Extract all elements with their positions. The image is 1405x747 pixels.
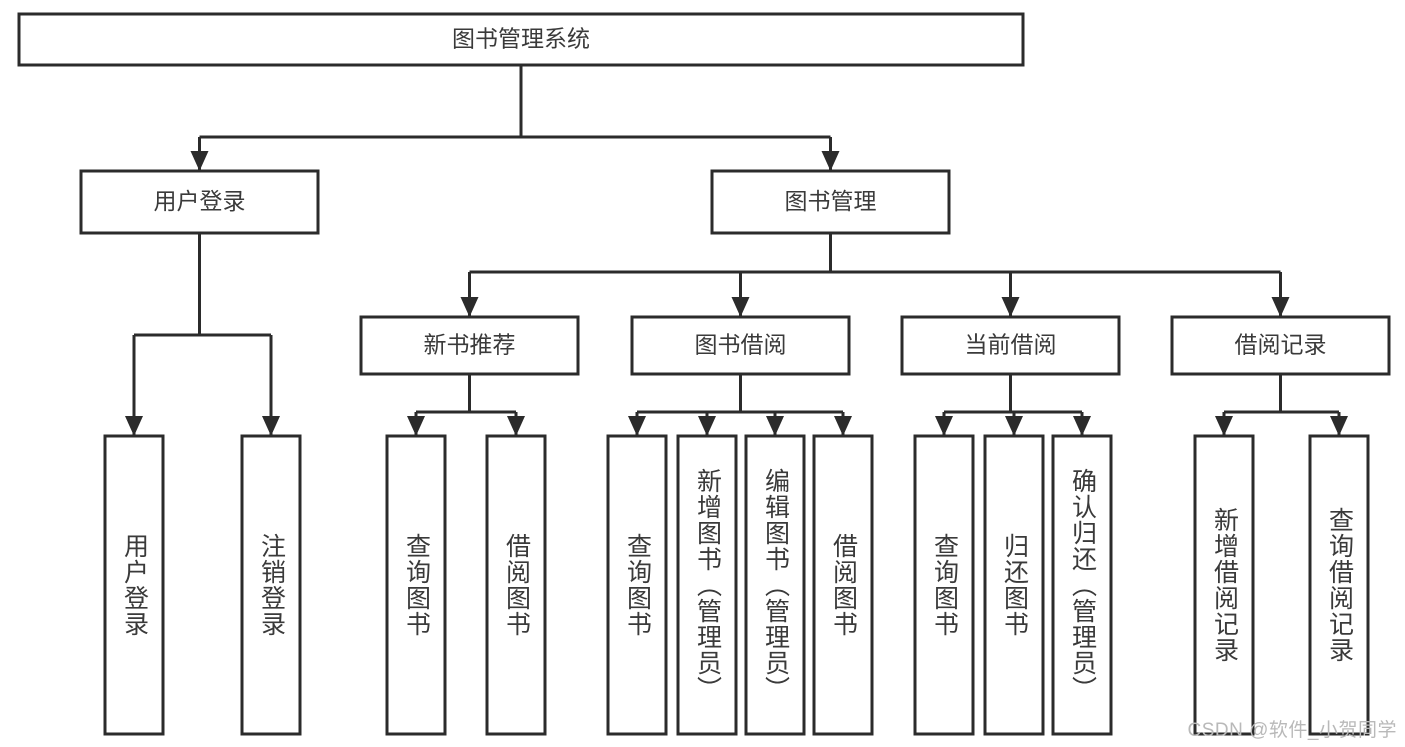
arrow-head-icon-leaf-add-borrow-record (1215, 416, 1233, 436)
arrow-head-icon-leaf-user-login (125, 416, 143, 436)
arrow-head-icon-leaf-edit-book (766, 416, 784, 436)
node-box-leaf-query-book-borrow[interactable] (606, 434, 668, 736)
arrow-head-icon-leaf-logout (262, 416, 280, 436)
arrow-head-icon-leaf-borrow-book-recommend (507, 416, 525, 436)
arrow-head-icon-book-manage (821, 151, 840, 171)
node-box-leaf-add-book[interactable] (676, 434, 738, 736)
node-box-new-book-recommend[interactable] (359, 315, 580, 376)
arrow-head-icon-leaf-query-borrow-record (1330, 416, 1348, 436)
node-box-user-login[interactable] (79, 169, 320, 235)
node-box-root[interactable] (17, 12, 1025, 67)
node-box-book-borrow[interactable] (630, 315, 851, 376)
arrow-head-icon-user-login (190, 151, 209, 171)
node-label-root: 图书管理系统 (452, 26, 590, 52)
node-label-borrow-record: 借阅记录 (1235, 332, 1327, 358)
node-box-current-borrow[interactable] (900, 315, 1121, 376)
node-box-leaf-borrow-book-recommend[interactable] (485, 434, 547, 736)
node-box-leaf-user-login[interactable] (103, 434, 165, 736)
arrow-head-icon-book-borrow (731, 297, 750, 317)
node-label-current-borrow: 当前借阅 (965, 332, 1057, 358)
arrow-head-icon-borrow-record (1271, 297, 1290, 317)
arrow-head-icon-leaf-query-book-borrow (628, 416, 646, 436)
node-box-leaf-return-book[interactable] (983, 434, 1045, 736)
arrow-head-icon-leaf-return-book (1005, 416, 1023, 436)
node-box-leaf-query-book-recommend[interactable] (385, 434, 447, 736)
node-box-leaf-add-borrow-record[interactable] (1193, 434, 1255, 736)
arrow-head-icon-current-borrow (1001, 297, 1020, 317)
node-box-borrow-record[interactable] (1170, 315, 1391, 376)
arrow-head-icon-leaf-add-book (698, 416, 716, 436)
node-box-leaf-confirm-return[interactable] (1051, 434, 1113, 736)
node-box-leaf-logout[interactable] (240, 434, 302, 736)
node-box-leaf-edit-book[interactable] (744, 434, 806, 736)
node-label-book-borrow: 图书借阅 (695, 332, 787, 358)
arrow-head-icon-leaf-confirm-return (1073, 416, 1091, 436)
arrow-head-icon-leaf-query-book-current (935, 416, 953, 436)
node-box-leaf-borrow-book[interactable] (812, 434, 874, 736)
node-box-leaf-query-borrow-record[interactable] (1308, 434, 1370, 736)
node-box-book-manage[interactable] (710, 169, 951, 235)
watermark-text: CSDN @软件_小贺同学 (1187, 720, 1397, 741)
node-label-new-book-recommend: 新书推荐 (424, 332, 516, 358)
node-label-user-login: 用户登录 (154, 188, 246, 214)
connectors-layer (125, 65, 1348, 436)
arrow-head-icon-new-book-recommend (460, 297, 479, 317)
nodes-layer (17, 12, 1391, 736)
arrow-head-icon-leaf-borrow-book (834, 416, 852, 436)
node-box-leaf-query-book-current[interactable] (913, 434, 975, 736)
node-label-book-manage: 图书管理 (785, 188, 877, 214)
arrow-head-icon-leaf-query-book-recommend (407, 416, 425, 436)
